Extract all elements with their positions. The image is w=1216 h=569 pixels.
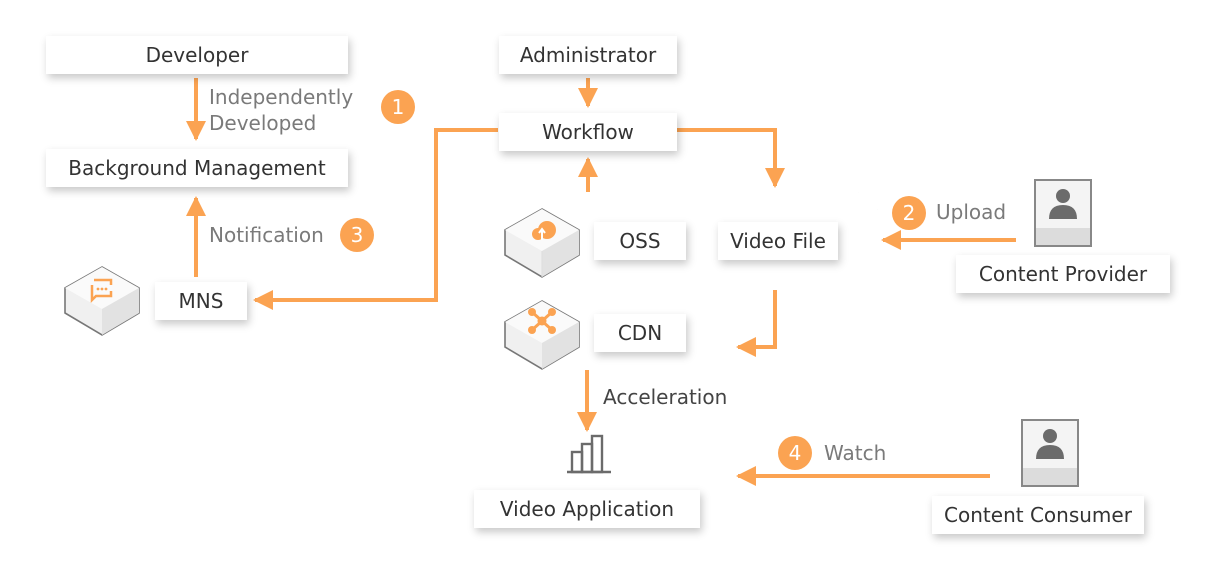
content-provider-user-icon xyxy=(1034,179,1092,247)
mns-node[interactable]: MNS xyxy=(155,282,247,320)
mns-message-icon xyxy=(64,266,140,336)
content-consumer-node[interactable]: Content Consumer xyxy=(932,496,1144,534)
independently-developed-line-2: Developed xyxy=(209,111,317,135)
background-management-node[interactable]: Background Management xyxy=(46,149,348,187)
edge-videofile-to-cdn xyxy=(736,290,777,357)
content-provider-label: Content Provider xyxy=(978,262,1148,286)
video-application-label: Video Application xyxy=(499,497,675,521)
video-file-node[interactable]: Video File xyxy=(718,222,838,260)
administrator-label: Administrator xyxy=(519,43,657,67)
administrator-node[interactable]: Administrator xyxy=(499,36,677,74)
oss-node[interactable]: OSS xyxy=(594,222,686,260)
video-application-bar-chart-icon xyxy=(567,434,611,474)
watch-label: Watch xyxy=(824,441,887,465)
background-management-label: Background Management xyxy=(68,156,326,180)
workflow-label: Workflow xyxy=(542,120,634,144)
cdn-network-hub-icon xyxy=(504,300,580,370)
upload-label: Upload xyxy=(936,200,1007,224)
video-file-label: Video File xyxy=(730,229,826,253)
content-consumer-user-icon xyxy=(1021,419,1079,487)
developer-node[interactable]: Developer xyxy=(46,36,348,74)
video-application-node[interactable]: Video Application xyxy=(474,490,700,528)
oss-label: OSS xyxy=(619,229,661,253)
step-1-badge: 1 xyxy=(381,90,415,124)
mns-label: MNS xyxy=(178,289,224,313)
acceleration-label: Acceleration xyxy=(603,385,728,409)
oss-cloud-upload-icon xyxy=(504,208,580,278)
content-consumer-label: Content Consumer xyxy=(944,503,1132,527)
cdn-node[interactable]: CDN xyxy=(594,314,686,352)
independently-developed-line-1: Independently xyxy=(209,85,354,109)
step-4-badge: 4 xyxy=(778,436,812,470)
notification-label: Notification xyxy=(209,223,324,247)
workflow-node[interactable]: Workflow xyxy=(499,113,677,151)
step-2-badge: 2 xyxy=(892,196,926,230)
edge-workflow-to-videofile xyxy=(677,128,785,188)
developer-label: Developer xyxy=(145,43,249,67)
content-provider-node[interactable]: Content Provider xyxy=(956,255,1170,293)
independently-developed-label: Independently Developed xyxy=(209,84,353,136)
edge-workflow-to-mns xyxy=(253,128,498,310)
step-3-badge: 3 xyxy=(340,218,374,252)
cdn-label: CDN xyxy=(617,321,663,345)
